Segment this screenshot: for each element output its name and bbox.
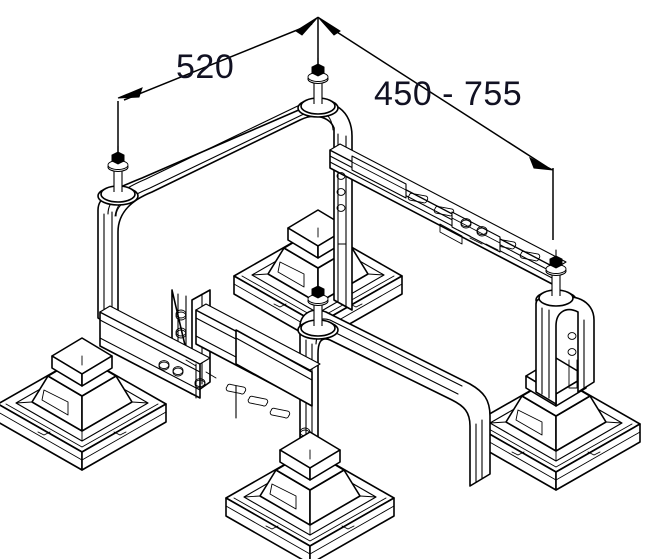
dim-450-755-leader	[325, 24, 548, 168]
mounting-bolt-back-left	[100, 145, 136, 203]
rubber-foot-front-center	[225, 431, 395, 559]
dimension-label-520: 520	[176, 48, 235, 86]
rail-telescopic-joint-rear	[451, 211, 501, 253]
telescopic-rail-front	[99, 303, 321, 423]
dimension-label-450-755: 450 - 755	[374, 75, 523, 113]
dim-450-755-arrow-end	[529, 156, 554, 171]
dim-450-755-arrow-apex	[317, 16, 341, 36]
mounting-bolt-rear-center	[300, 57, 336, 115]
dim-520-arrow-apex	[295, 16, 319, 36]
cross-brace-rear	[351, 155, 407, 199]
dim-520-arrow-end	[117, 87, 143, 99]
dim-520-leader	[123, 23, 313, 101]
rail-holes-front	[158, 359, 217, 389]
